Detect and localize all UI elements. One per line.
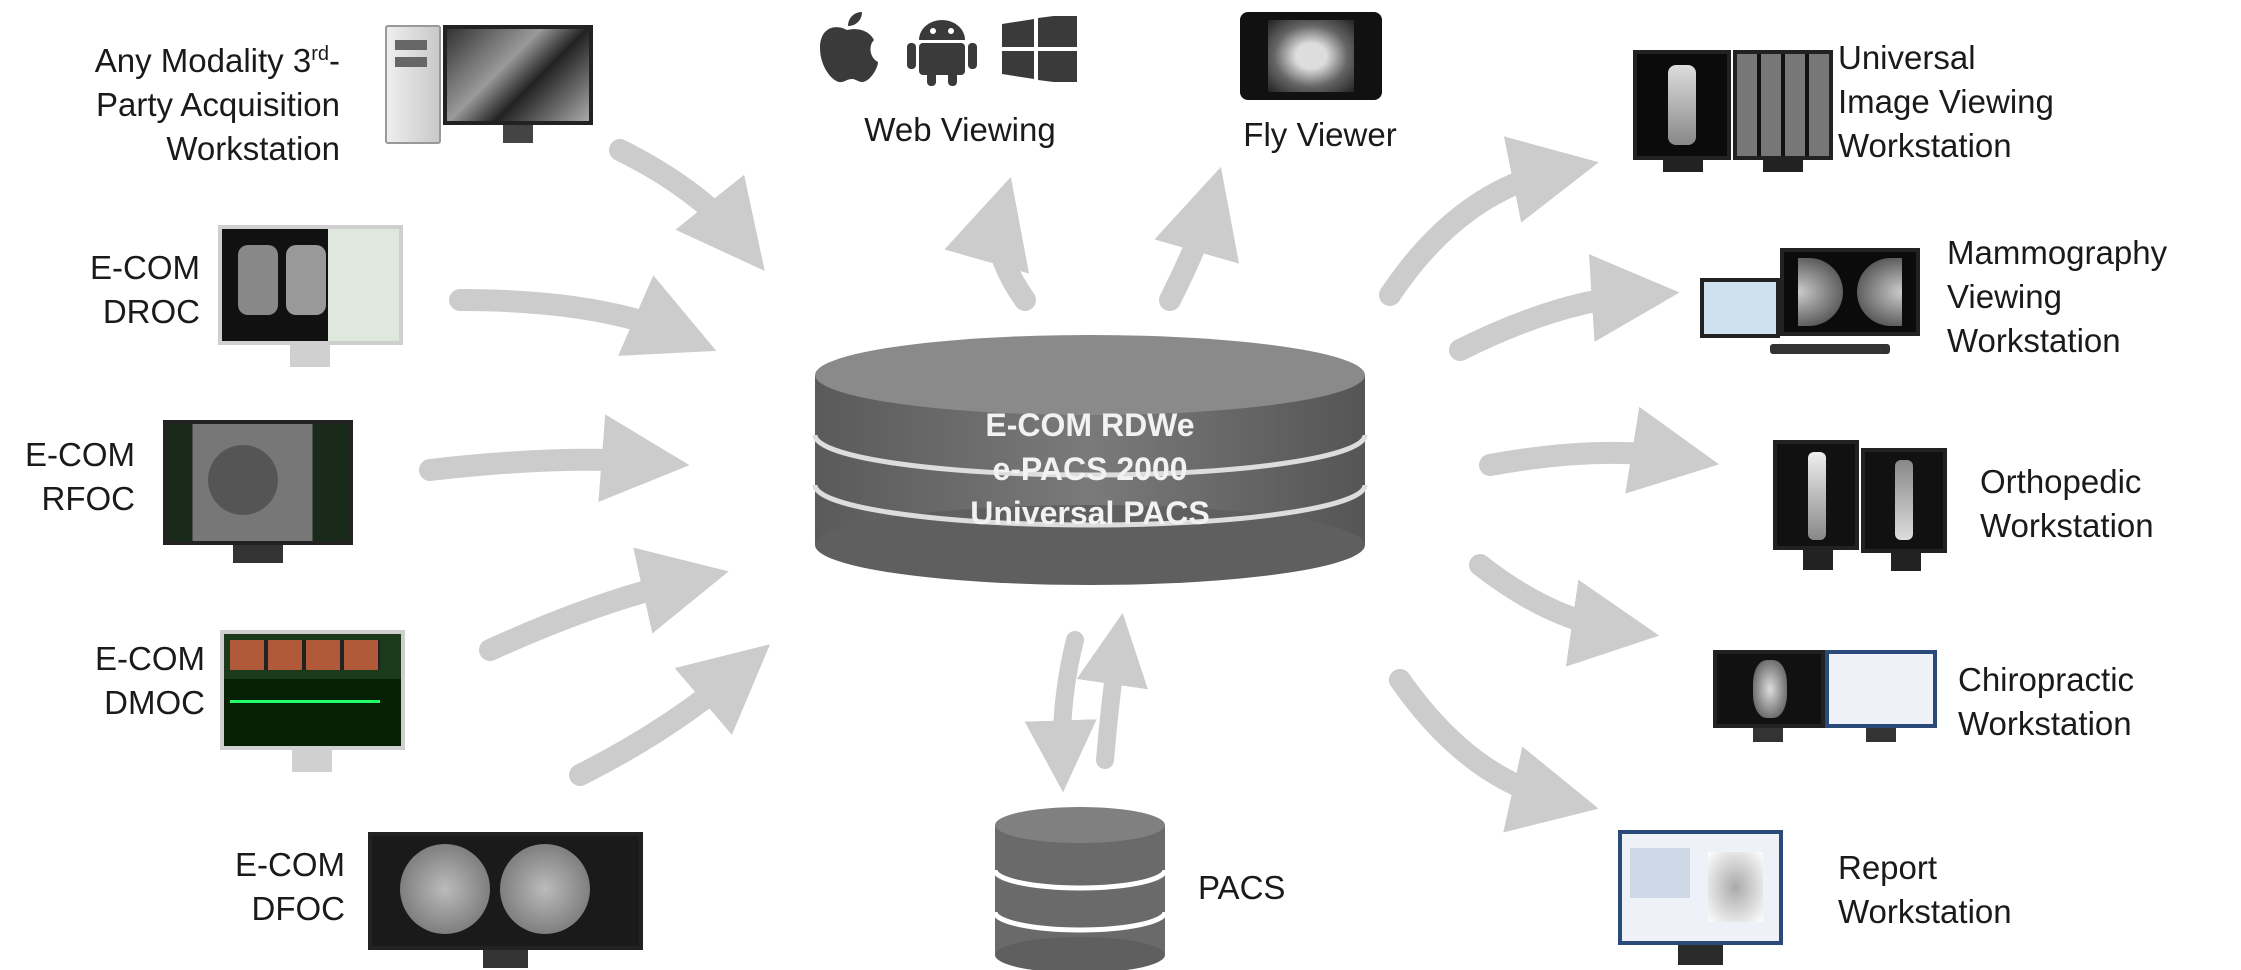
orthopedic-workstation-icon [1773, 440, 1948, 575]
output-mammo-line1: Mammography [1947, 234, 2168, 271]
output-chiro-line2: Workstation [1958, 705, 2132, 742]
input-dfoc-line2: DFOC [251, 890, 346, 927]
input-dfoc-line1: E-COM [235, 846, 345, 883]
input-label-rfoc: E-COM RFOC [0, 433, 135, 521]
output-label-universal: Universal Image Viewing Workstation [1838, 36, 2054, 168]
pacs-label: PACS [1198, 869, 1286, 906]
arrow-mammo-out [1449, 254, 1680, 361]
output-ortho-line2: Workstation [1980, 507, 2154, 544]
input-dmoc-line1: E-COM [95, 640, 205, 677]
input-acq-line1: Any Modality 3rd- [94, 42, 340, 79]
input-dmoc-line2: DMOC [104, 684, 205, 721]
output-report-line1: Report [1838, 849, 1938, 886]
pacs-database-icon [992, 807, 1168, 970]
fly-viewer-label: Fly Viewer [1243, 116, 1397, 153]
platform-icons [812, 10, 1082, 90]
input-acq-line2: Party Acquisition [96, 86, 340, 123]
report-workstation-icon [1618, 830, 1783, 970]
apple-icon [820, 12, 878, 83]
fly-viewer-tablet-icon [1240, 12, 1382, 100]
output-mammo-line3: Workstation [1947, 322, 2121, 359]
output-mammo-line2: Viewing [1947, 278, 2062, 315]
input-label-acq: Any Modality 3rd- Party Acquisition Work… [20, 32, 340, 171]
output-universal-line1: Universal [1838, 39, 1976, 76]
dmoc-monitor-icon [220, 630, 405, 775]
input-label-droc: E-COM DROC [40, 246, 200, 334]
input-label-dmoc: E-COM DMOC [40, 637, 205, 725]
output-label-report: Report Workstation [1838, 846, 2012, 934]
arrow-fly-out [1154, 166, 1240, 311]
mammography-workstation-icon [1700, 248, 1925, 358]
acquisition-workstation-icon [385, 25, 595, 145]
arrow-rfoc-in [419, 414, 690, 503]
arrow-chiro-out [1469, 554, 1660, 667]
arrow-dfoc-in [569, 644, 771, 786]
droc-monitor-icon [218, 225, 403, 370]
output-label-chiro: Chiropractic Workstation [1958, 658, 2134, 746]
output-universal-line3: Workstation [1838, 127, 2012, 164]
dfoc-monitor-icon [368, 832, 643, 970]
windows-icon [1002, 16, 1077, 82]
input-rfoc-line1: E-COM [25, 436, 135, 473]
arrow-acq-in [609, 139, 765, 271]
central-database-icon [812, 335, 1368, 585]
chiropractic-workstation-icon [1713, 650, 1938, 750]
arrow-droc-in [449, 275, 717, 356]
output-chiro-line1: Chiropractic [1958, 661, 2135, 698]
arrow-ortho-out [1479, 406, 1720, 494]
web-viewing-label: Web Viewing [864, 111, 1056, 148]
input-droc-line1: E-COM [90, 249, 200, 286]
output-label-mammo: Mammography Viewing Workstation [1947, 231, 2167, 363]
output-label-ortho: Orthopedic Workstation [1980, 460, 2154, 548]
android-icon [907, 20, 977, 86]
arrow-report-out [1389, 669, 1599, 833]
arrow-dmoc-in [479, 547, 729, 661]
output-report-line2: Workstation [1838, 893, 2012, 930]
arrow-pacs-up [1076, 612, 1148, 769]
input-rfoc-line2: RFOC [41, 480, 136, 517]
central-title-line2: e-PACS 2000 [992, 451, 1188, 487]
output-universal-line2: Image Viewing [1838, 83, 2054, 120]
input-acq-line3: Workstation [166, 130, 340, 167]
input-droc-line2: DROC [102, 293, 200, 330]
central-title-line3: Universal PACS [970, 495, 1210, 531]
input-label-dfoc: E-COM DFOC [180, 843, 345, 931]
universal-workstation-icon [1633, 50, 1833, 175]
arrow-pacs-down [1024, 631, 1097, 793]
output-ortho-line1: Orthopedic [1980, 463, 2142, 500]
rfoc-monitor-icon [163, 420, 353, 565]
arrow-web-out [944, 176, 1036, 311]
arrow-universal-out [1379, 136, 1599, 306]
central-title-line1: E-COM RDWe [985, 407, 1195, 443]
